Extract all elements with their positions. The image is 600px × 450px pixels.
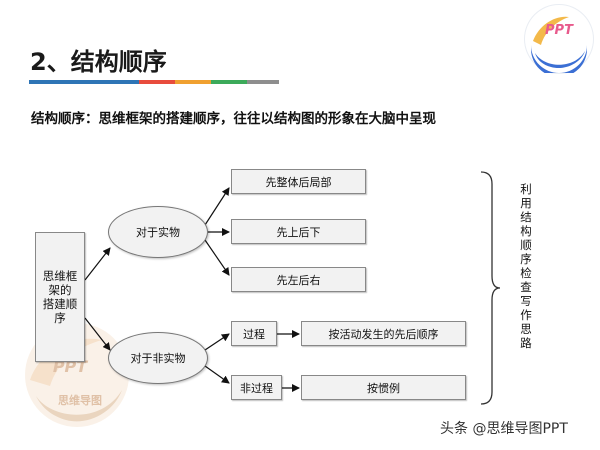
summary-char: 顺 bbox=[520, 238, 532, 252]
page-title: 2、结构顺序 bbox=[30, 48, 167, 76]
concrete-item-node: 先上后下 bbox=[231, 219, 366, 244]
arrow-root-to-concrete bbox=[84, 247, 111, 281]
summary-char: 用 bbox=[520, 196, 532, 210]
summary-char: 查 bbox=[520, 280, 532, 294]
root-line: 搭建顺 bbox=[42, 297, 78, 311]
concrete-item-node: 先左后右 bbox=[231, 267, 366, 292]
brand-logo: PPT 思维导图 bbox=[525, 5, 593, 77]
faded-logo-caption-text: 思维导图 bbox=[58, 393, 102, 407]
root-line: 架的 bbox=[48, 283, 72, 297]
summary-char: 结 bbox=[520, 210, 532, 224]
root-line: 思维框 bbox=[42, 269, 78, 283]
branch-concrete-node: 对于实物 bbox=[108, 206, 208, 258]
summary-char: 路 bbox=[520, 336, 532, 350]
source-watermark: 头条 @思维导图PPT bbox=[440, 421, 568, 437]
rule-segment-red bbox=[139, 80, 175, 84]
subtitle: 结构顺序：思维框架的搭建顺序，往往以结构图的形象在大脑中呈现 bbox=[31, 111, 436, 127]
rule-segment-gray bbox=[247, 80, 279, 84]
arrow-concrete-to-item3 bbox=[204, 239, 230, 276]
brand-logo-icon: PPT 思维导图 bbox=[526, 6, 592, 77]
root-node: 思维框 架的 搭建顺 序 bbox=[35, 232, 85, 362]
summary-char: 作 bbox=[520, 308, 532, 322]
logo-ppt-text: PPT bbox=[545, 23, 574, 38]
nonprocess-node: 非过程 bbox=[231, 375, 282, 400]
summary-char: 利 bbox=[520, 182, 532, 196]
process-node: 过程 bbox=[231, 321, 277, 346]
nonprocess-rule-node: 按惯例 bbox=[301, 375, 466, 400]
arrow-root-to-abstract bbox=[84, 317, 111, 351]
summary-vertical-text: 利 用 结 构 顺 序 检 查 写 作 思 路 bbox=[517, 182, 535, 350]
rule-segment-blue bbox=[29, 80, 139, 84]
rule-segment-orange bbox=[175, 80, 211, 84]
logo-caption-text: 思维导图 bbox=[542, 49, 576, 60]
summary-char: 检 bbox=[520, 266, 532, 280]
summary-char: 构 bbox=[520, 224, 532, 238]
arrow-abstract-to-process bbox=[204, 333, 230, 351]
rule-segment-green bbox=[211, 80, 247, 84]
root-line: 序 bbox=[54, 311, 66, 325]
arrow-concrete-to-item1 bbox=[204, 187, 230, 226]
process-rule-node: 按活动发生的先后顺序 bbox=[301, 321, 466, 346]
summary-char: 思 bbox=[520, 322, 532, 336]
summary-char: 写 bbox=[520, 294, 532, 308]
branch-abstract-node: 对于非实物 bbox=[108, 332, 208, 384]
concrete-item-node: 先整体后局部 bbox=[231, 169, 366, 194]
summary-char: 序 bbox=[520, 252, 532, 266]
arrow-abstract-to-nonprocess bbox=[204, 365, 230, 384]
right-brace bbox=[480, 171, 501, 405]
title-underline bbox=[29, 80, 279, 84]
